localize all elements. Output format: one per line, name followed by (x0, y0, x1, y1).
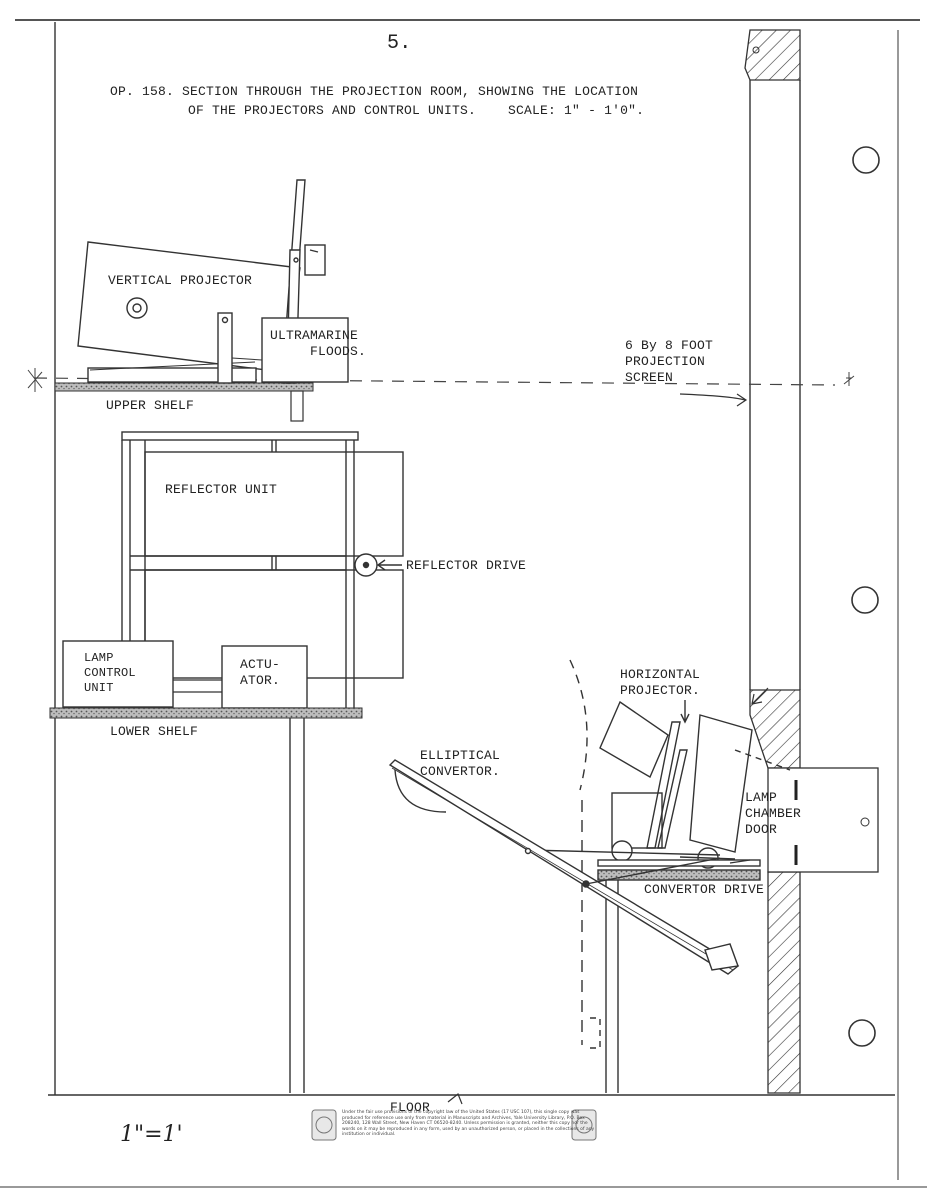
actuator-box (221, 645, 308, 709)
elliptical-convertor (388, 759, 740, 975)
horizontal-projector (527, 659, 791, 1093)
binder-hole (851, 586, 879, 614)
screen-wall (744, 29, 879, 1094)
page-frame (0, 19, 927, 1188)
handwritten-scale-note: 1"=1' (120, 1122, 183, 1147)
upper-shelf-label: UPPER SHELF (106, 398, 195, 413)
lamp-chamber-door-label: LAMP CHAMBER DOOR (745, 790, 802, 837)
actuator-label: ACTU- ATOR. (240, 657, 281, 688)
convertor-drive-label: CONVERTOR DRIVE (644, 882, 765, 897)
lamp-chamber-door (767, 767, 879, 873)
caption-line-1: OP. 158. SECTION THROUGH THE PROJECTION … (110, 84, 639, 99)
floor-label: FLOOR (390, 1100, 431, 1115)
lamp-control-unit-box (62, 640, 174, 708)
ultramarine-floods-box (261, 317, 349, 383)
copyright-notice: Under the fair use provisions of the cop… (342, 1110, 595, 1137)
binder-hole (852, 146, 880, 174)
lower-shelf (49, 707, 363, 719)
lamp-control-unit-label: LAMP CONTROL UNIT (84, 651, 136, 695)
upper-shelf (54, 382, 314, 392)
page-number: 5. (387, 32, 412, 55)
vertical-projector-label: VERTICAL PROJECTOR (108, 273, 253, 288)
projection-screen-label: 6 By 8 FOOT PROJECTION SCREEN (625, 338, 714, 385)
binder-hole (848, 1019, 876, 1047)
lower-shelf-label: LOWER SHELF (110, 724, 199, 739)
caption-line-2: OF THE PROJECTORS AND CONTROL UNITS. SCA… (188, 103, 645, 118)
reflector-drive-label: REFLECTOR DRIVE (406, 558, 527, 573)
yale-seal-right (571, 1109, 597, 1141)
reflector-unit-label: REFLECTOR UNIT (165, 482, 278, 497)
horizontal-projector-label: HORIZONTAL PROJECTOR. (620, 667, 701, 698)
yale-seal-left (311, 1109, 337, 1141)
ultramarine-floods-label: ULTRAMARINE FLOODS. (270, 328, 367, 359)
callout-arrows (447, 393, 769, 1105)
reflector-drive-pulley (354, 553, 402, 577)
elliptical-convertor-label: ELLIPTICAL CONVERTOR. (420, 748, 501, 779)
